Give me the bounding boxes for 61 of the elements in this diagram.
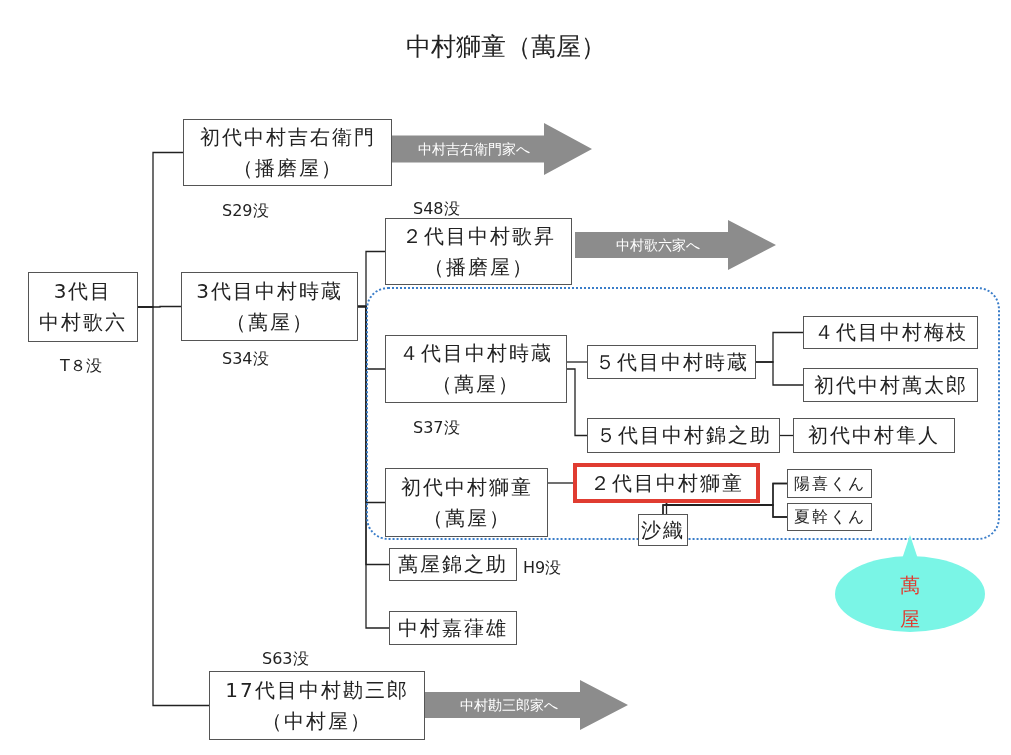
name-text: 中村嘉葎雄 — [398, 615, 508, 642]
name-text: ４代目中村梅枝 — [813, 319, 968, 346]
name-text: 3代目中村時蔵 — [196, 277, 343, 305]
name-box — [803, 368, 978, 402]
highlighted-name-box — [573, 463, 760, 503]
house-name-text: （中村屋） — [262, 707, 372, 735]
name-box — [389, 611, 517, 645]
connector-line — [566, 361, 588, 363]
death-note: H9没 — [523, 558, 562, 579]
house-name-text: （萬屋） — [432, 371, 520, 398]
death-note: S63没 — [262, 649, 309, 670]
name-box — [28, 272, 138, 342]
house-name-text: （萬屋） — [225, 308, 314, 336]
name-box — [587, 345, 756, 379]
name-text: 初代中村吉右衛門 — [199, 123, 376, 151]
name-box — [803, 316, 978, 349]
name-text: ５代目中村時蔵 — [594, 349, 749, 376]
connector-line — [137, 306, 210, 707]
death-note: S29没 — [222, 201, 269, 222]
callout-text: 萬屋 — [899, 572, 921, 633]
connector-line — [755, 361, 804, 386]
name-text: ２代目中村歌昇 — [401, 222, 556, 250]
name-box — [181, 272, 358, 341]
name-text: 初代中村獅童 — [400, 473, 533, 501]
name-box — [385, 218, 572, 285]
name-text: 初代中村隼人 — [808, 422, 940, 449]
dotted-region — [366, 287, 1000, 540]
name-box — [183, 119, 392, 186]
name-text: 沙織 — [641, 517, 685, 543]
death-note: S37没 — [413, 418, 460, 439]
house-name-text: （播磨屋） — [232, 154, 343, 182]
name-text: ４代目中村時蔵 — [399, 340, 553, 367]
name-box — [793, 418, 955, 453]
name-text: 夏幹くん — [793, 506, 866, 528]
name-text: 陽喜くん — [793, 473, 866, 495]
name-box — [385, 335, 567, 403]
death-note: S48没 — [413, 199, 460, 220]
name-text: 初代中村萬太郎 — [813, 372, 968, 399]
name-box — [587, 418, 780, 453]
name-box — [787, 469, 872, 498]
arrow-text: 中村勘三郎家へ — [459, 696, 558, 715]
name-text: ５代目中村錦之助 — [595, 422, 772, 449]
name-box — [787, 503, 872, 531]
death-note: S34没 — [222, 349, 269, 370]
house-name-text: 中村歌六 — [39, 309, 127, 336]
name-text: ２代目中村獅童 — [589, 470, 744, 497]
connector-line — [357, 305, 390, 629]
arrow-text: 中村吉右衛門家へ — [418, 140, 530, 159]
name-box — [385, 468, 548, 537]
name-box — [389, 548, 517, 581]
diagram-title: 中村獅童（萬屋） — [404, 31, 607, 63]
house-name-text: （萬屋） — [422, 504, 511, 532]
house-name-text: （播磨屋） — [423, 253, 534, 281]
connector-line — [547, 482, 574, 484]
name-text: 萬屋錦之助 — [398, 551, 508, 578]
death-note: T８没 — [60, 356, 102, 377]
name-text: 3代目 — [53, 278, 113, 305]
connector-line — [566, 368, 588, 437]
arrow-text: 中村歌六家へ — [615, 236, 700, 255]
name-text: 17代目中村勘三郎 — [225, 676, 409, 704]
name-box — [209, 671, 425, 740]
